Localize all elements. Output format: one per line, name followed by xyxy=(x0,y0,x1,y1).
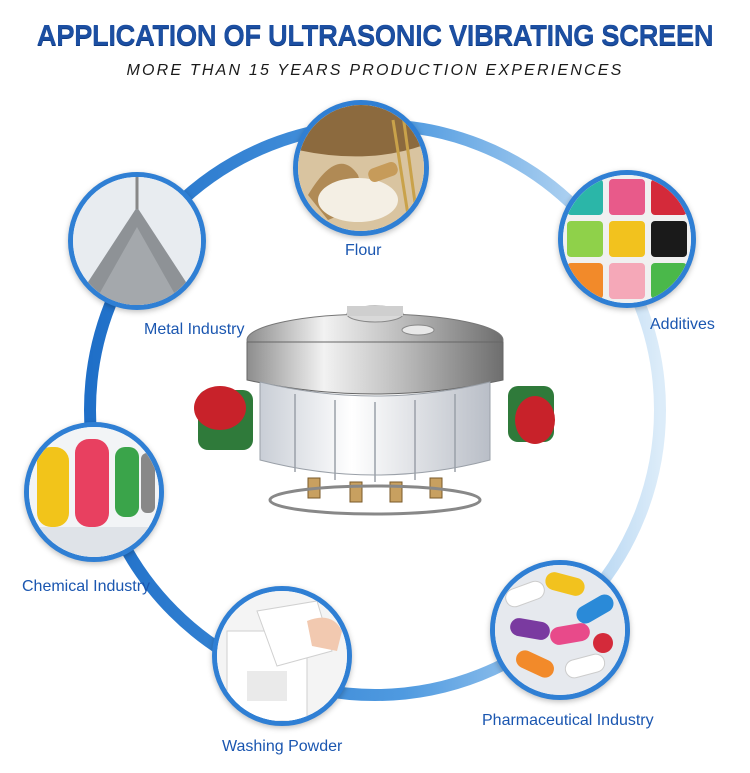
chemical-industry-image xyxy=(24,422,164,562)
page-subtitle: MORE THAN 15 YEARS PRODUCTION EXPERIENCE… xyxy=(126,62,624,79)
pharmaceutical-industry-label: Pharmaceutical Industry xyxy=(482,712,654,729)
metal-industry-label: Metal Industry xyxy=(144,321,245,338)
metal-industry-image xyxy=(68,172,206,310)
flour-label: Flour xyxy=(345,242,382,259)
chemical-industry-label: Chemical Industry xyxy=(22,578,151,595)
ultrasonic-vibrating-screen-machine xyxy=(194,305,555,516)
flour-image xyxy=(293,100,429,236)
page-title: APPLICATION OF ULTRASONIC VIBRATING SCRE… xyxy=(36,20,714,52)
additives-label: Additives xyxy=(650,316,715,333)
washing-powder-image xyxy=(212,586,352,726)
washing-powder-label: Washing Powder xyxy=(222,738,343,755)
additives-image xyxy=(558,170,696,308)
pharmaceutical-industry-image xyxy=(490,560,630,700)
